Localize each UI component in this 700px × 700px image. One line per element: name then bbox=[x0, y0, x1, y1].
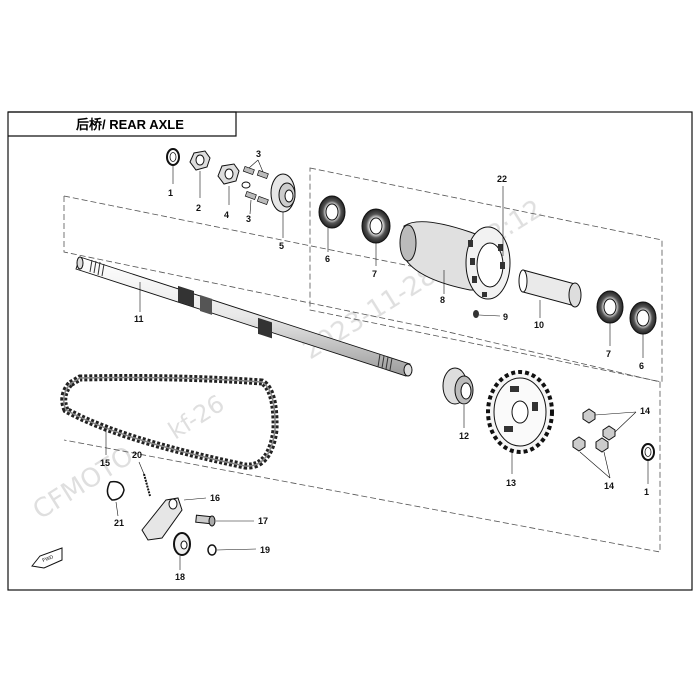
oil-seal-6a bbox=[318, 195, 346, 252]
callout-19: 19 bbox=[260, 545, 270, 555]
nut-washer-1 bbox=[166, 148, 180, 184]
callout-7b: 7 bbox=[606, 349, 611, 359]
callout-10: 10 bbox=[534, 320, 544, 330]
bearing-7a bbox=[361, 208, 391, 266]
title-box bbox=[8, 111, 237, 137]
sprocket-bolts-14 bbox=[572, 408, 637, 479]
tensioner-arm-16 bbox=[141, 497, 207, 541]
nut-washer-1b bbox=[641, 443, 655, 484]
callout-12: 12 bbox=[459, 431, 469, 441]
flange-hub-5 bbox=[270, 173, 296, 238]
callout-15: 15 bbox=[100, 458, 110, 468]
sprocket-13 bbox=[486, 370, 554, 474]
callout-3a: 3 bbox=[256, 149, 261, 159]
axle-dashed-box bbox=[63, 196, 661, 553]
callout-13: 13 bbox=[506, 478, 516, 488]
pivot-bolt-17 bbox=[195, 514, 254, 527]
hub-assembly-dashed-box bbox=[309, 167, 663, 383]
callout-4: 4 bbox=[224, 210, 229, 220]
callout-9: 9 bbox=[503, 312, 508, 322]
callout-16: 16 bbox=[210, 493, 220, 503]
eccentric-housing-8 bbox=[399, 221, 511, 300]
oil-seal-6b bbox=[629, 301, 657, 358]
nut-4 bbox=[217, 163, 251, 205]
callout-6b: 6 bbox=[639, 361, 644, 371]
callout-17: 17 bbox=[258, 516, 268, 526]
callout-5: 5 bbox=[279, 241, 284, 251]
lock-nut-2 bbox=[189, 150, 211, 198]
bearing-7b bbox=[596, 290, 624, 346]
spacer-tube-10 bbox=[518, 269, 582, 318]
bolts-3 bbox=[242, 159, 269, 215]
callout-22: 22 bbox=[497, 174, 507, 184]
watermark-code: kf-26 bbox=[163, 389, 229, 445]
sprocket-hub-12 bbox=[442, 367, 474, 428]
clip-21 bbox=[106, 480, 125, 517]
grease-nipple-9 bbox=[473, 310, 501, 318]
callout-21: 21 bbox=[114, 518, 124, 528]
roller-18 bbox=[173, 532, 191, 570]
callout-6a: 6 bbox=[325, 254, 330, 264]
callout-1b: 1 bbox=[644, 487, 649, 497]
spring-20 bbox=[138, 461, 151, 497]
drive-chain-15 bbox=[60, 374, 279, 470]
watermark-brand: CFMOTO bbox=[28, 441, 139, 526]
callout-14a: 14 bbox=[640, 406, 650, 416]
callout-8: 8 bbox=[440, 295, 445, 305]
callout-labels: 1 2 3 4 3 5 6 7 8 9 10 7 6 22 11 12 13 1… bbox=[100, 149, 650, 582]
page-border bbox=[7, 111, 693, 591]
callout-7a: 7 bbox=[372, 269, 377, 279]
callout-14b: 14 bbox=[604, 481, 614, 491]
callout-3b: 3 bbox=[246, 214, 251, 224]
page-title: 后桥/ REAR AXLE bbox=[76, 117, 184, 132]
callout-18: 18 bbox=[175, 572, 185, 582]
callout-2: 2 bbox=[196, 203, 201, 213]
callout-20: 20 bbox=[132, 450, 142, 460]
callout-1a: 1 bbox=[168, 188, 173, 198]
washer-19 bbox=[207, 544, 257, 556]
fwd-label: FWD bbox=[42, 554, 55, 564]
fwd-arrow-icon: FWD bbox=[31, 547, 63, 569]
callout-11: 11 bbox=[134, 314, 144, 324]
rear-axle-shaft-11 bbox=[75, 256, 413, 377]
